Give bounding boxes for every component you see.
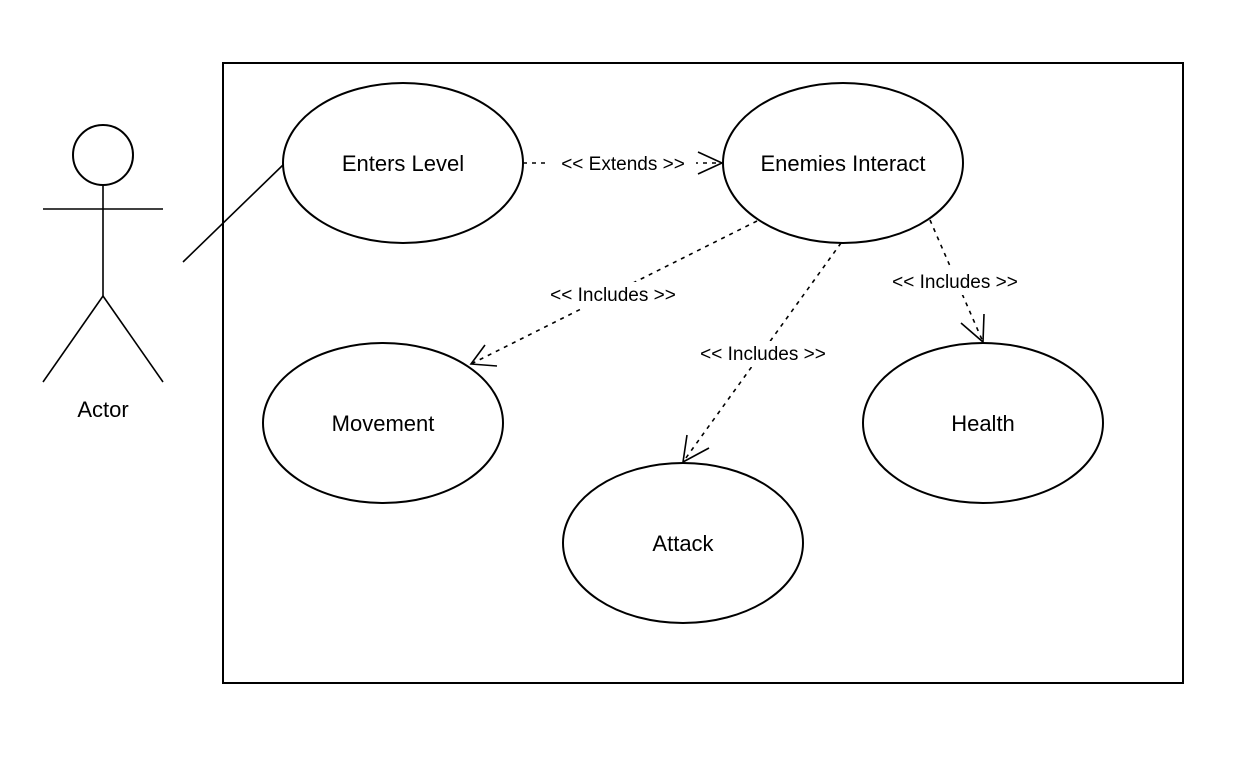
use-case-health: Health [862, 342, 1104, 504]
enters-level-ellipse [282, 82, 524, 244]
use-case-attack: Attack [562, 462, 804, 624]
enemies-interact-ellipse [722, 82, 964, 244]
includes-health-label: << Includes >> [892, 272, 1018, 293]
includes-movement-label: << Includes >> [550, 285, 676, 306]
includes-movement-arrowhead [469, 344, 498, 367]
attack-ellipse [562, 462, 804, 624]
enters-level-label: Enters Level [342, 151, 464, 176]
use-case-enters-level: Enters Level [282, 82, 524, 244]
includes-attack-label: << Includes >> [700, 344, 826, 365]
use-case-enemies-interact: Enemies Interact [722, 82, 964, 244]
extends-label: << Extends >> [561, 154, 685, 175]
enemies-interact-label: Enemies Interact [760, 151, 925, 176]
actor-head [72, 124, 134, 186]
includes-movement-relation: << Includes >> [469, 220, 758, 367]
actor-left-leg [42, 295, 104, 383]
actor-right-leg [102, 295, 164, 383]
health-ellipse [862, 342, 1104, 504]
movement-label: Movement [332, 411, 435, 436]
association-line [182, 163, 285, 263]
health-label: Health [951, 411, 1015, 436]
includes-attack-relation: << Includes >> [681, 242, 842, 464]
actor-label: Actor [77, 397, 128, 422]
actor-figure [42, 124, 164, 383]
attack-label: Attack [652, 531, 714, 556]
movement-ellipse [262, 342, 504, 504]
use-case-movement: Movement [262, 342, 504, 504]
includes-health-relation: << Includes >> [880, 219, 1030, 344]
extends-relation: << Extends >> [523, 150, 724, 176]
